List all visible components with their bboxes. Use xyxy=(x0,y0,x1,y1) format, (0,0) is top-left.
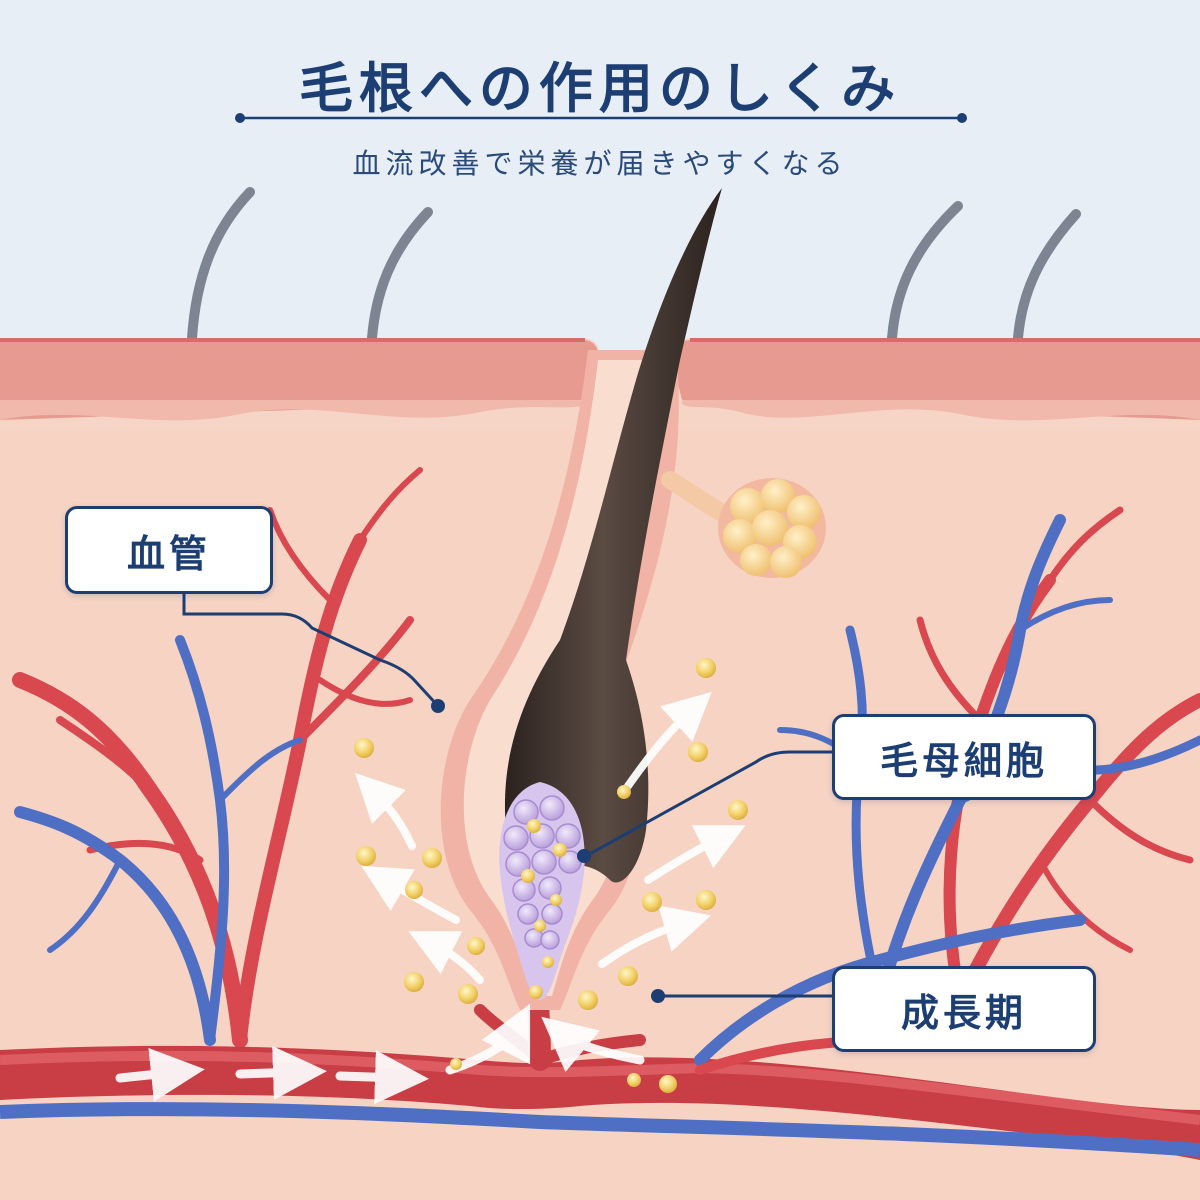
callout-hair-matrix-cells: 毛母細胞 xyxy=(832,714,1096,800)
callout-leaders xyxy=(182,594,832,998)
hair-shaft xyxy=(504,188,722,885)
callout-growth-phase: 成長期 xyxy=(832,966,1096,1052)
sebaceous-gland xyxy=(718,478,826,578)
callout-leader-dots xyxy=(431,699,665,1003)
hair-matrix xyxy=(499,782,585,1000)
callout-blood-vessel: 血管 xyxy=(65,506,273,594)
nutrient-flow-arrows xyxy=(355,691,746,984)
page-subtitle: 血流改善で栄養が届きやすくなる xyxy=(352,147,848,180)
title-divider xyxy=(235,113,967,123)
background-hairs xyxy=(187,187,1081,343)
nutrient-particles xyxy=(354,658,748,1093)
page-title: 毛根への作用のしくみ xyxy=(298,57,902,120)
